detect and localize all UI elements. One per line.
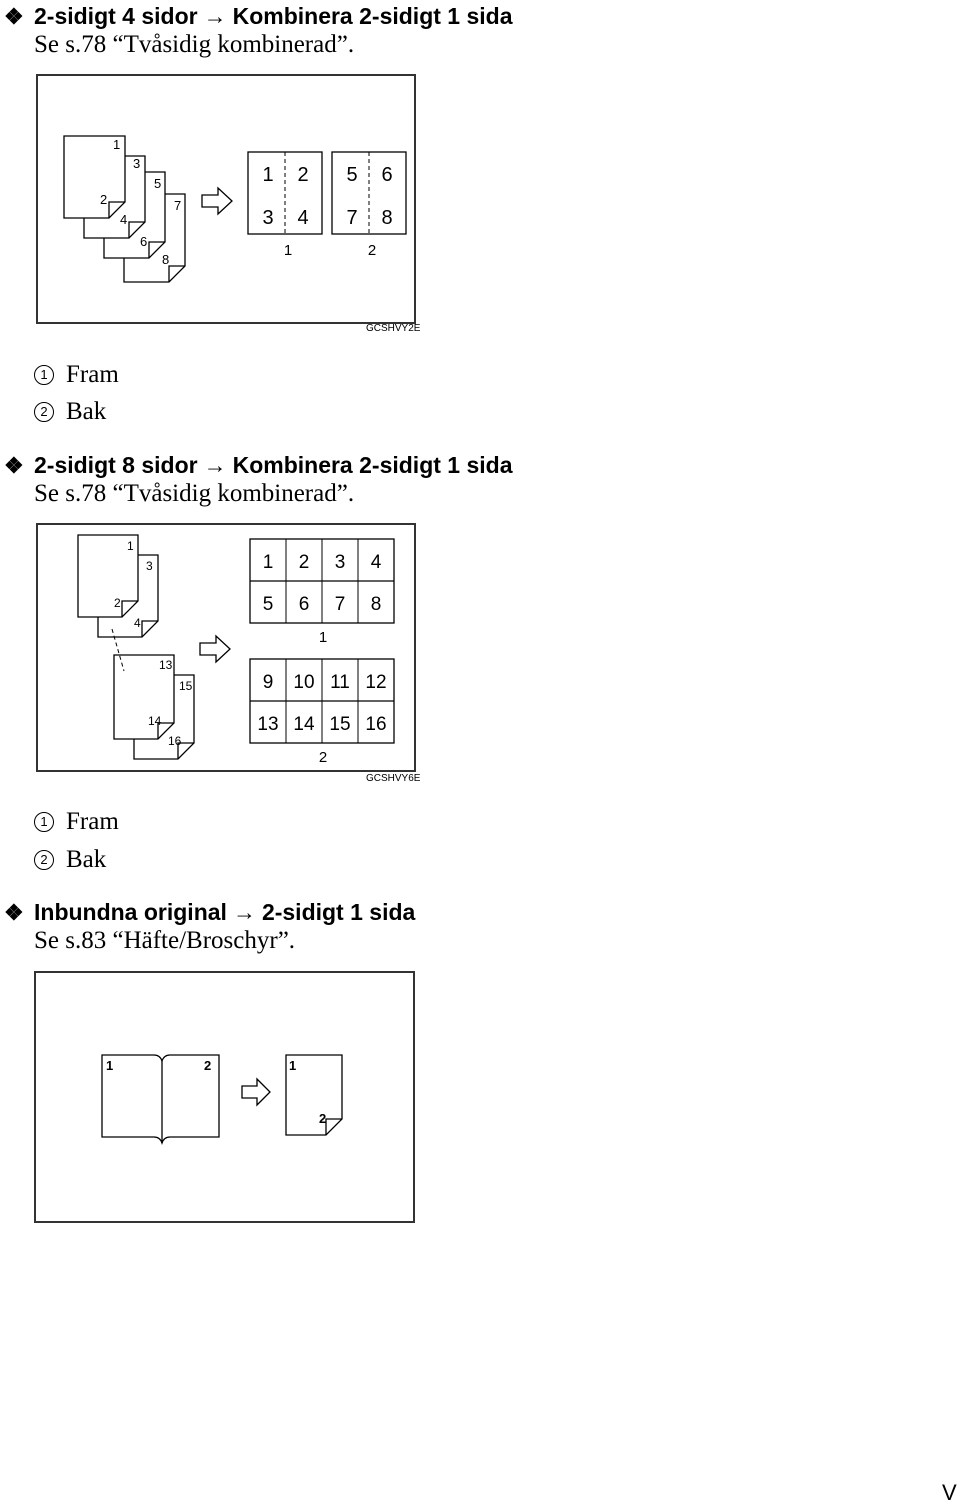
sheet-cell: 8 (371, 594, 382, 615)
circled-number: 1 (34, 812, 54, 832)
sheet-cell: 8 (381, 207, 392, 229)
sheet-cell: 12 (365, 672, 386, 693)
sheet-label: 1 (284, 242, 292, 259)
output-sheet-1 (247, 151, 323, 235)
source-page-number: 7 (174, 198, 181, 213)
sheet-cell: 7 (335, 594, 346, 615)
source-page-a (77, 534, 139, 618)
source-page-number: 2 (100, 192, 107, 207)
figure-2-code: GCSHVY6E (366, 773, 421, 784)
source-page-number: 1 (113, 137, 120, 152)
conversion-arrow-icon (199, 634, 231, 664)
section-1-reference: Se s.78 “Tvåsidig kombinerad”. (34, 31, 355, 58)
section-2-heading: ❖ 2-sidigt 8 sidor→Kombinera 2-sidigt 1 s… (4, 451, 513, 480)
source-page-number: 15 (179, 679, 193, 693)
sheet-cell: 15 (329, 714, 350, 735)
output-page (285, 1054, 343, 1136)
diamond-bullet-icon: ❖ (4, 4, 24, 29)
sheet-cell: 13 (257, 714, 278, 735)
arrow-right-icon: → (203, 452, 227, 478)
legend-label: Bak (66, 398, 107, 425)
output-page-number: 2 (319, 1111, 326, 1126)
open-book-icon (101, 1054, 220, 1146)
section-3-heading: ❖ Inbundna original→2-sidigt 1 sida (4, 898, 415, 927)
book-page-number: 1 (106, 1058, 113, 1073)
legend-item-back: 2 Bak (34, 845, 106, 875)
sheet-cell: 4 (371, 552, 382, 573)
sheet-cell: 6 (381, 164, 392, 186)
legend-item-front: 1 Fram (34, 360, 119, 390)
sheet-cell: 14 (293, 714, 315, 735)
heading-to: Kombinera 2-sidigt 1 sida (232, 3, 513, 29)
figure-3-illustration: 1 2 1 2 (101, 1054, 343, 1146)
sheet-cell: 1 (263, 552, 274, 573)
sheet-cell: 10 (293, 672, 314, 693)
sheet-cell: 1 (262, 164, 273, 186)
source-page-number: 14 (148, 714, 162, 728)
circled-number: 2 (34, 850, 54, 870)
page-number: V (942, 1480, 957, 1505)
diamond-bullet-icon: ❖ (4, 453, 24, 478)
sheet-cell: 3 (262, 207, 273, 229)
legend-item-front: 1 Fram (34, 807, 119, 837)
source-page-number: 16 (168, 734, 182, 748)
sheet-cell: 5 (346, 164, 357, 186)
legend-label: Bak (66, 846, 107, 873)
source-page-number: 3 (146, 559, 153, 573)
heading-to: 2-sidigt 1 sida (261, 899, 416, 925)
legend-label: Fram (66, 361, 119, 388)
circled-number: 1 (34, 365, 54, 385)
source-page-number: 4 (120, 212, 127, 227)
figure-1: 1 3 2 4 5 6 7 8 1 2 3 4 5 6 7 8 1 2 (36, 74, 416, 324)
sheet-label: 2 (368, 242, 376, 259)
arrow-right-icon: → (203, 3, 227, 29)
arrow-right-icon: → (232, 899, 256, 925)
conversion-arrow-icon (201, 186, 233, 216)
figure-1-code: GCSHVY2E (366, 323, 421, 334)
sheet-cell: 11 (330, 672, 350, 693)
sheet-cell: 16 (365, 714, 386, 735)
figure-2: 1 3 2 4 13 15 14 16 1 2 3 4 5 6 7 8 9 10… (36, 523, 416, 772)
source-page-number: 8 (162, 252, 169, 267)
source-page-number: 1 (127, 539, 134, 553)
heading-from: 2-sidigt 8 sidor (34, 452, 198, 478)
figure-2-illustration: 1 3 2 4 13 15 14 16 1 2 3 4 5 6 7 8 9 10… (77, 534, 395, 766)
section-3-reference: Se s.83 “Häfte/Broschyr”. (34, 927, 296, 954)
diamond-bullet-icon: ❖ (4, 900, 24, 925)
sheet-cell: 3 (335, 552, 346, 573)
legend-label: Fram (66, 808, 119, 835)
sheet-label: 2 (319, 749, 327, 766)
source-page-c (113, 654, 175, 740)
figure-3: 1 2 1 2 (34, 971, 415, 1223)
sheet-cell: 9 (263, 672, 274, 693)
source-page-number: 5 (154, 176, 161, 191)
heading-from: 2-sidigt 4 sidor (34, 3, 198, 29)
sheet-cell: 7 (346, 207, 357, 229)
source-page-number: 3 (133, 156, 140, 171)
heading-to: Kombinera 2-sidigt 1 sida (232, 452, 513, 478)
sheet-cell: 5 (263, 594, 274, 615)
sheet-label: 1 (319, 629, 327, 646)
source-page-1 (63, 135, 126, 219)
section-1-heading: ❖ 2-sidigt 4 sidor→Kombinera 2-sidigt 1 s… (4, 2, 513, 31)
heading-from: Inbundna original (34, 899, 227, 925)
sheet-cell: 6 (299, 594, 310, 615)
section-2-reference: Se s.78 “Tvåsidig kombinerad”. (34, 480, 355, 507)
sheet-cell: 2 (299, 552, 310, 573)
sheet-cell: 4 (297, 207, 308, 229)
conversion-arrow-icon (241, 1077, 271, 1107)
output-sheet-2 (331, 151, 407, 235)
source-page-number: 6 (140, 234, 147, 249)
source-page-number: 13 (159, 658, 173, 672)
output-page-number: 1 (289, 1058, 296, 1073)
legend-item-back: 2 Bak (34, 397, 106, 427)
source-page-number: 2 (114, 596, 121, 610)
circled-number: 2 (34, 402, 54, 422)
source-page-number: 4 (134, 616, 141, 630)
figure-1-illustration: 1 3 2 4 5 6 7 8 1 2 3 4 5 6 7 8 1 2 (63, 135, 407, 283)
book-page-number: 2 (204, 1058, 211, 1073)
sheet-cell: 2 (297, 164, 308, 186)
